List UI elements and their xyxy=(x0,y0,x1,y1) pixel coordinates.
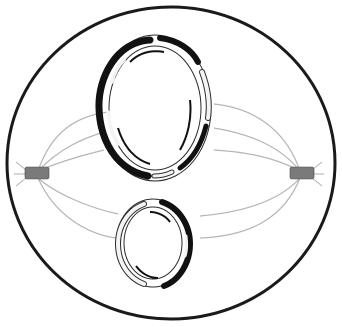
chromatid-light xyxy=(185,236,187,256)
chromatid-dark xyxy=(160,38,198,62)
chromatid-inner-accent xyxy=(136,266,158,278)
large-chromosome-ring xyxy=(99,35,211,181)
cell-membrane xyxy=(7,7,335,319)
right-pole xyxy=(290,167,314,179)
spindle-fiber xyxy=(200,178,300,216)
left-pole xyxy=(25,167,49,179)
spindle-fiber xyxy=(214,104,300,171)
ring-inner-band xyxy=(109,46,201,170)
left-aster xyxy=(14,162,26,186)
chromatid-inner-accent xyxy=(180,100,191,150)
spindle-pole-body-icon xyxy=(25,167,49,179)
ring-inner-band xyxy=(124,207,182,279)
chromatid-inner-accent xyxy=(130,51,164,62)
chromatid-inner-accent xyxy=(118,128,150,164)
small-chromosome-ring xyxy=(116,199,190,287)
chromatid-light xyxy=(108,112,118,144)
chromatid-inner-accent xyxy=(150,212,170,222)
spindle-fiber xyxy=(38,132,104,171)
spindle-fiber xyxy=(214,150,300,171)
spindle-fiber xyxy=(200,178,300,238)
spindle-fiber xyxy=(38,178,118,214)
spindle-pole-body-icon xyxy=(290,167,314,179)
